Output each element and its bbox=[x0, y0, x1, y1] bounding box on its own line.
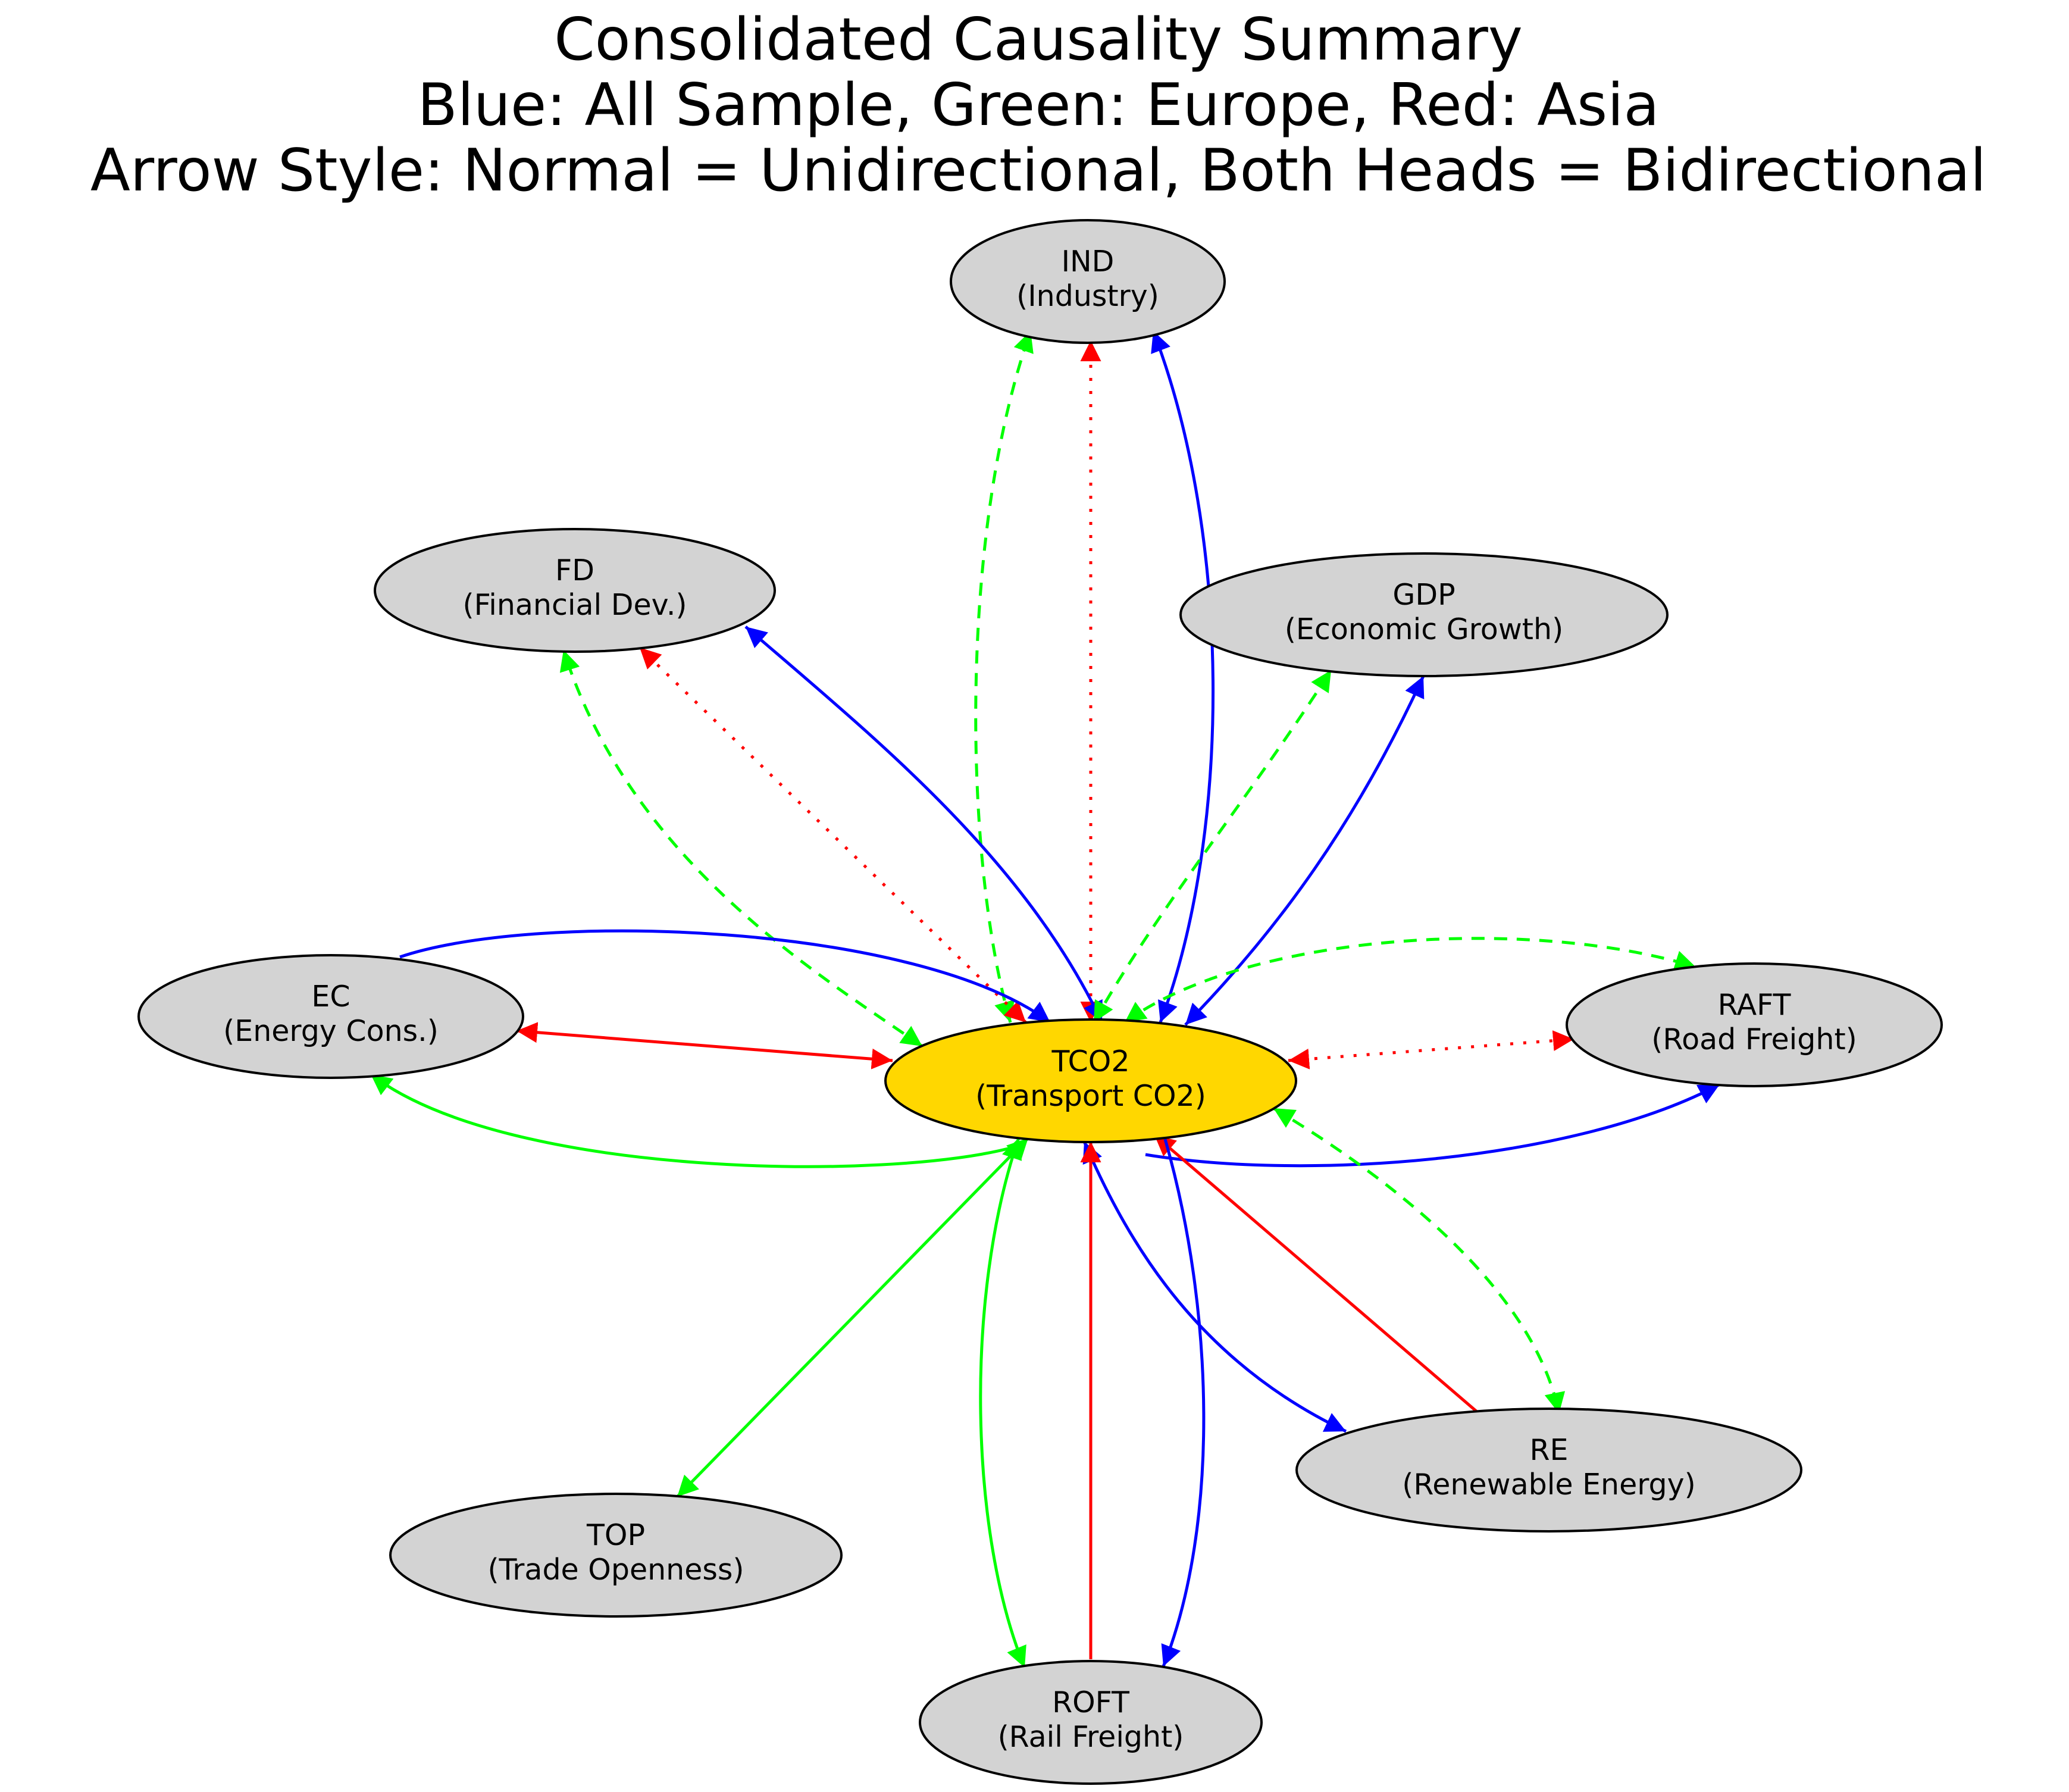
node-gdp-name: (Economic Growth) bbox=[1285, 612, 1563, 646]
node-top-shape bbox=[389, 1493, 843, 1618]
node-ec-abbr: EC bbox=[311, 980, 350, 1014]
node-ec: EC (Energy Cons.) bbox=[137, 954, 524, 1079]
node-fd-abbr: FD bbox=[555, 553, 594, 587]
node-fd: FD (Financial Dev.) bbox=[374, 528, 776, 653]
node-gdp-abbr: GDP bbox=[1392, 578, 1455, 612]
node-roft-shape bbox=[919, 1660, 1263, 1785]
edge-tco2-ind-europe bbox=[974, 330, 1034, 1023]
node-top: TOP (Trade Openness) bbox=[389, 1493, 843, 1618]
edge-tco2-ind-all-sample bbox=[1151, 330, 1215, 1023]
title-line-3: Arrow Style: Normal = Unidirectional, Bo… bbox=[90, 137, 1986, 205]
node-top-name: (Trade Openness) bbox=[487, 1553, 744, 1587]
edge-tco2-raft-asia bbox=[1288, 1030, 1575, 1069]
edge-tco2-roft-europe bbox=[979, 1137, 1026, 1668]
edge-tco2-raft-europe bbox=[1123, 937, 1696, 1024]
node-re-shape bbox=[1295, 1408, 1802, 1533]
node-tco2-shape bbox=[884, 1018, 1297, 1143]
node-re-abbr: RE bbox=[1529, 1433, 1568, 1467]
node-roft-abbr: ROFT bbox=[1052, 1685, 1130, 1719]
node-ind-shape bbox=[950, 219, 1226, 344]
node-ind-name: (Industry) bbox=[1016, 279, 1159, 313]
diagram-title: Consolidated Causality Summary Blue: All… bbox=[90, 6, 1986, 205]
node-top-abbr: TOP bbox=[586, 1518, 645, 1552]
edge-ec-tco2-all-sample bbox=[399, 929, 1051, 1024]
title-line-2: Blue: All Sample, Green: Europe, Red: As… bbox=[417, 71, 1659, 139]
node-raft: RAFT (Road Freight) bbox=[1566, 962, 1943, 1087]
edge-tco2-roft-all-sample bbox=[1161, 1139, 1206, 1667]
edge-tco2-top-europe bbox=[676, 1137, 1029, 1498]
node-ec-name: (Energy Cons.) bbox=[223, 1014, 439, 1048]
node-ec-shape bbox=[137, 954, 524, 1079]
node-re-name: (Renewable Energy) bbox=[1402, 1468, 1696, 1502]
edge-tco2-fd-europe bbox=[559, 649, 924, 1048]
node-tco2-name: (Transport CO2) bbox=[975, 1079, 1206, 1113]
edges bbox=[370, 330, 1721, 1668]
node-tco2-abbr: TCO2 bbox=[1051, 1044, 1129, 1078]
node-fd-name: (Financial Dev.) bbox=[462, 588, 687, 622]
edge-tco2-re-europe bbox=[1272, 1106, 1566, 1414]
node-ind: IND (Industry) bbox=[950, 219, 1226, 344]
node-raft-name: (Road Freight) bbox=[1651, 1022, 1857, 1056]
title-line-1: Consolidated Causality Summary bbox=[554, 6, 1523, 74]
node-roft-name: (Rail Freight) bbox=[998, 1720, 1184, 1754]
node-gdp: GDP (Economic Growth) bbox=[1179, 552, 1669, 677]
node-re: RE (Renewable Energy) bbox=[1295, 1408, 1802, 1533]
node-roft: ROFT (Rail Freight) bbox=[919, 1660, 1263, 1785]
node-tco2: TCO2 (Transport CO2) bbox=[884, 1018, 1297, 1143]
edge-ec-tco2-asia bbox=[516, 1022, 893, 1069]
edge-tco2-fd-all-sample bbox=[744, 626, 1104, 1024]
node-raft-abbr: RAFT bbox=[1718, 988, 1792, 1022]
edge-tco2-gdp-all-sample bbox=[1184, 675, 1425, 1026]
edge-tco2-re-all-sample bbox=[1082, 1141, 1347, 1433]
node-raft-shape bbox=[1566, 962, 1943, 1087]
node-fd-shape bbox=[374, 528, 776, 653]
node-ind-abbr: IND bbox=[1062, 245, 1115, 279]
node-gdp-shape bbox=[1179, 552, 1669, 677]
nodes: IND (Industry) FD (Financial Dev.) GDP (… bbox=[137, 219, 1943, 1785]
